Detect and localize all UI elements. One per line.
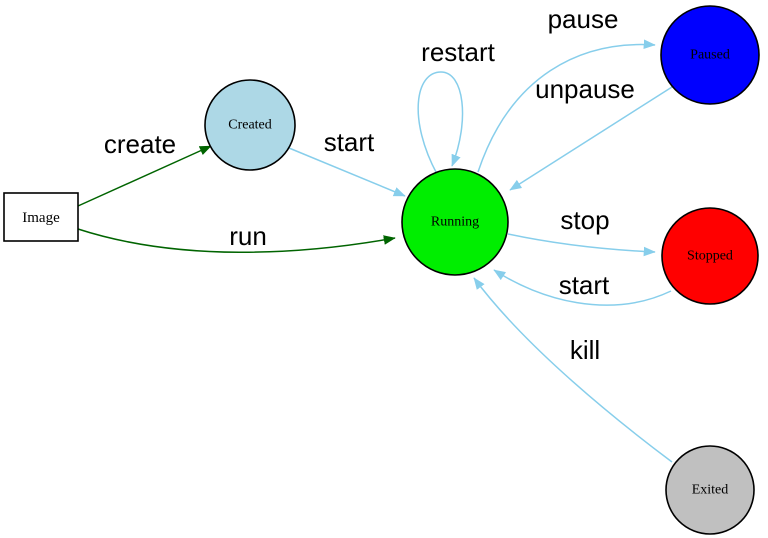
node-image[interactable]: Image — [3, 192, 79, 242]
edge-label-pause: pause — [548, 4, 619, 34]
edge-start-created-path — [288, 147, 406, 197]
node-running-shape[interactable] — [401, 168, 509, 276]
node-stopped-label: Stopped — [687, 249, 733, 264]
node-paused-label: Paused — [690, 48, 730, 63]
edge-labels-layer: create run start restart pause unpause s… — [104, 4, 635, 365]
edge-label-create: create — [104, 129, 176, 159]
edge-create-path — [77, 145, 212, 207]
node-stopped[interactable]: Stopped — [661, 207, 759, 305]
node-exited-label: Exited — [692, 483, 729, 498]
node-paused-shape[interactable] — [660, 5, 760, 105]
node-image-label: Image — [22, 210, 60, 226]
edge-label-unpause: unpause — [535, 74, 635, 104]
node-exited[interactable]: Exited — [665, 445, 755, 535]
node-image-shape[interactable] — [3, 192, 79, 242]
edge-start-stopped-path — [493, 269, 672, 306]
edge-label-start-created: start — [324, 127, 375, 157]
edge-label-kill: kill — [570, 335, 600, 365]
nodes-layer: Image Created Running Paused Stopped Exi — [3, 5, 760, 535]
edge-label-start-stopped: start — [559, 270, 610, 300]
edge-kill-path — [473, 277, 673, 463]
edge-run-path — [77, 228, 396, 253]
edge-label-restart: restart — [421, 37, 495, 67]
edge-pause-path — [477, 39, 656, 173]
edges-layer — [77, 39, 673, 463]
edge-unpause-path — [509, 86, 673, 191]
node-created-label: Created — [228, 118, 272, 133]
node-running[interactable]: Running — [401, 168, 509, 276]
node-paused[interactable]: Paused — [660, 5, 760, 105]
node-running-label: Running — [431, 215, 479, 230]
node-exited-shape[interactable] — [665, 445, 755, 535]
edge-stop-path — [507, 233, 656, 257]
node-created[interactable]: Created — [204, 79, 296, 171]
node-stopped-shape[interactable] — [661, 207, 759, 305]
node-created-shape[interactable] — [204, 79, 296, 171]
edge-label-stop: stop — [560, 205, 609, 235]
edge-restart-path — [417, 71, 464, 175]
edge-label-run: run — [229, 221, 267, 251]
